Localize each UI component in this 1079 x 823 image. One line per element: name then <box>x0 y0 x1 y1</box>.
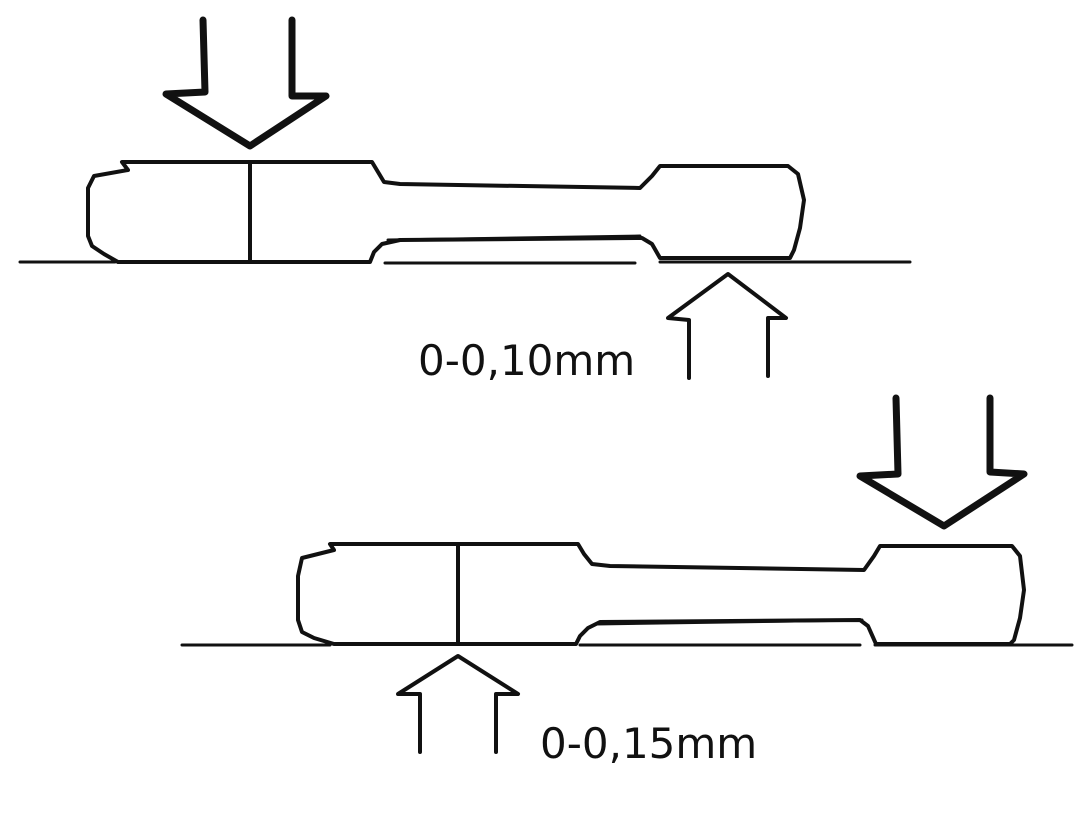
top-surface-line <box>18 260 912 265</box>
top-rod-outline <box>86 160 806 264</box>
bottom-down-arrow-icon <box>856 394 1028 530</box>
bottom-tolerance-label: 0-0,15mm <box>540 719 757 768</box>
top-down-arrow-icon <box>162 16 330 150</box>
top-tolerance-label: 0-0,10mm <box>418 336 635 385</box>
bottom-up-arrow-icon <box>396 654 520 754</box>
bottom-rod-outline <box>296 542 1026 646</box>
top-up-arrow-icon <box>666 272 788 380</box>
top-figure: 0-0,10mm <box>18 16 912 385</box>
bottom-figure: 0-0,15mm <box>180 394 1074 768</box>
